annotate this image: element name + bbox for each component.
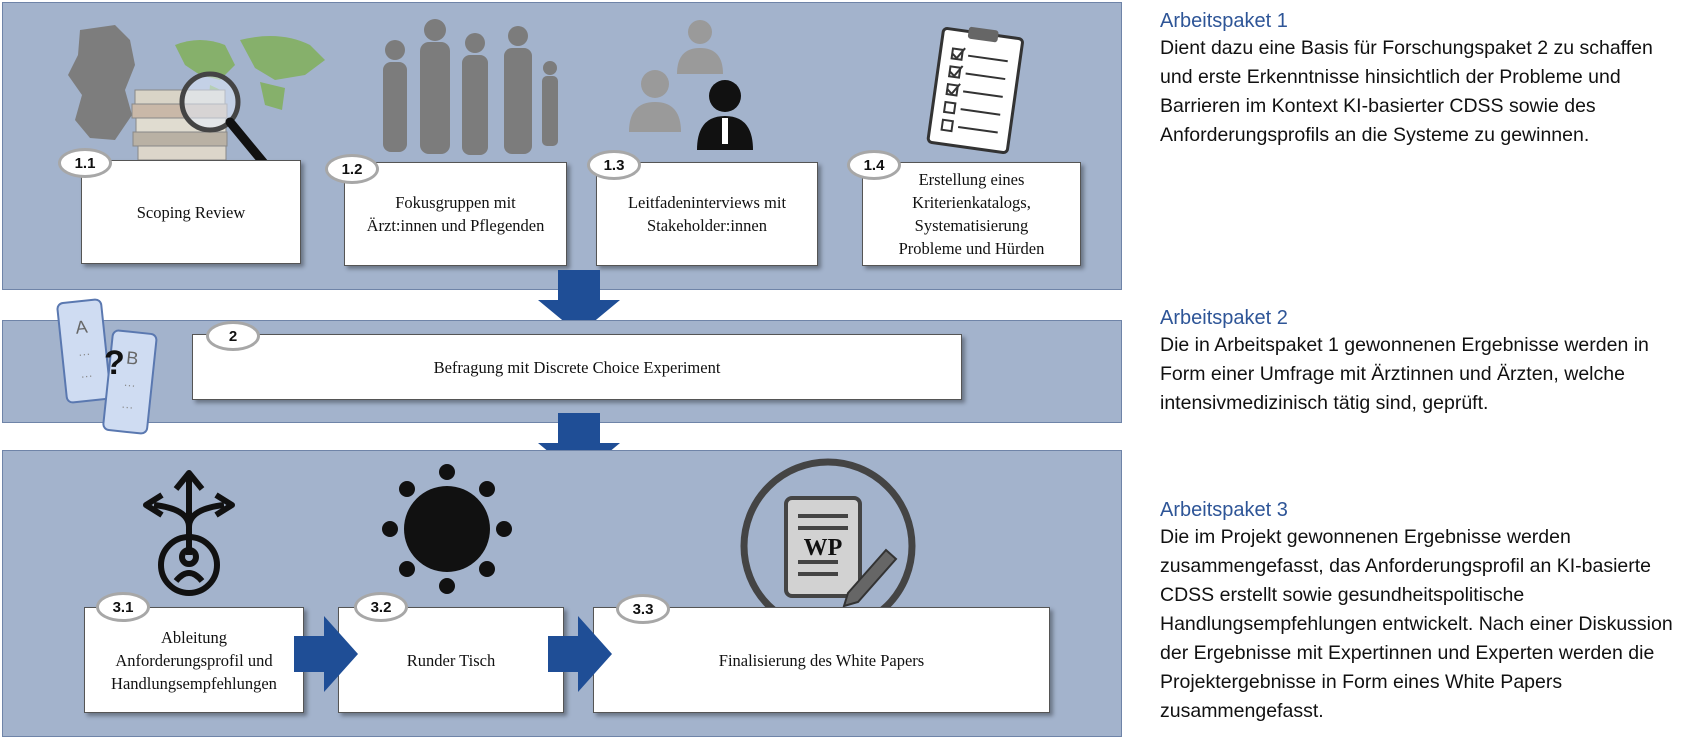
work-package-2-description: Arbeitspaket 2 Die in Arbeitspaket 1 gew… bbox=[1160, 305, 1690, 418]
stakeholders-icon bbox=[629, 20, 753, 150]
card-a-letter: A bbox=[74, 317, 88, 338]
step-box-1-3: Leitfadeninterviews mit Stakeholder:inne… bbox=[596, 162, 818, 266]
step-label: Leitfadeninterviews mit Stakeholder:inne… bbox=[627, 193, 787, 235]
arrow-down-icon bbox=[538, 413, 620, 477]
decision-directions-icon bbox=[143, 470, 235, 596]
wp-text: WP bbox=[804, 535, 843, 561]
step-number-badge: 1.2 bbox=[325, 154, 379, 184]
work-package-1-description: Arbeitspaket 1 Dient dazu eine Basis für… bbox=[1160, 8, 1690, 150]
work-package-title: Arbeitspaket 3 bbox=[1160, 499, 1288, 521]
checklist-icon bbox=[926, 26, 1024, 155]
step-box-3-2: Runder Tisch bbox=[338, 607, 564, 713]
work-package-title: Arbeitspaket 1 bbox=[1160, 10, 1288, 32]
question-mark: ? bbox=[104, 344, 125, 382]
step-label: Erstellung eines Kriterienkatalogs, Syst… bbox=[898, 170, 1045, 258]
step-label: Finalisierung des White Papers bbox=[718, 650, 925, 670]
step-label: Befragung mit Discrete Choice Experiment bbox=[433, 357, 721, 377]
people-group-icon bbox=[383, 19, 558, 155]
choice-cards-icon: A ··· ··· B ··· ··· ? bbox=[56, 298, 158, 435]
white-paper-icon: WP bbox=[740, 458, 916, 634]
svg-text:···: ··· bbox=[80, 368, 93, 383]
step-number-badge: 1.3 bbox=[587, 150, 641, 180]
arrow-right-icon bbox=[548, 616, 612, 692]
step-box-3-3: Finalisierung des White Papers bbox=[593, 607, 1050, 713]
step-box-1-1: Scoping Review bbox=[81, 160, 301, 264]
card-b-letter: B bbox=[125, 348, 139, 369]
svg-text:···: ··· bbox=[123, 377, 136, 392]
step-label: Runder Tisch bbox=[406, 650, 496, 670]
work-package-title: Arbeitspaket 2 bbox=[1160, 307, 1288, 329]
round-table-icon bbox=[382, 464, 512, 594]
work-package-text: Dient dazu eine Basis für Forschungspake… bbox=[1160, 37, 1653, 146]
arrow-down-icon bbox=[538, 270, 620, 334]
work-package-text: Die im Projekt gewonnenen Ergebnisse wer… bbox=[1160, 526, 1673, 722]
work-package-text: Die in Arbeitspaket 1 gewonnenen Ergebni… bbox=[1160, 334, 1649, 414]
step-label: Fokusgruppen mit Ärzt:innen und Pflegend… bbox=[366, 193, 545, 235]
step-box-1-4: Erstellung eines Kriterienkatalogs, Syst… bbox=[862, 162, 1081, 266]
svg-text:···: ··· bbox=[121, 399, 134, 414]
svg-text:···: ··· bbox=[78, 346, 91, 361]
step-number-badge: 2 bbox=[206, 321, 260, 351]
arrow-right-icon bbox=[294, 616, 358, 692]
step-number-badge: 1.4 bbox=[847, 150, 901, 180]
work-package-3-description: Arbeitspaket 3 Die im Projekt gewonnenen… bbox=[1160, 497, 1690, 726]
step-box-2: Befragung mit Discrete Choice Experiment bbox=[192, 334, 962, 400]
literature-search-icon bbox=[68, 25, 325, 173]
step-number-badge: 3.1 bbox=[96, 592, 150, 622]
step-box-1-2: Fokusgruppen mit Ärzt:innen und Pflegend… bbox=[344, 162, 567, 266]
step-number-badge: 1.1 bbox=[58, 148, 112, 178]
step-box-3-1: Ableitung Anforderungsprofil und Handlun… bbox=[84, 607, 304, 713]
step-label: Scoping Review bbox=[136, 202, 246, 222]
step-label: Ableitung Anforderungsprofil und Handlun… bbox=[111, 627, 277, 693]
step-number-badge: 3.2 bbox=[354, 592, 408, 622]
step-number-badge: 3.3 bbox=[616, 594, 670, 624]
